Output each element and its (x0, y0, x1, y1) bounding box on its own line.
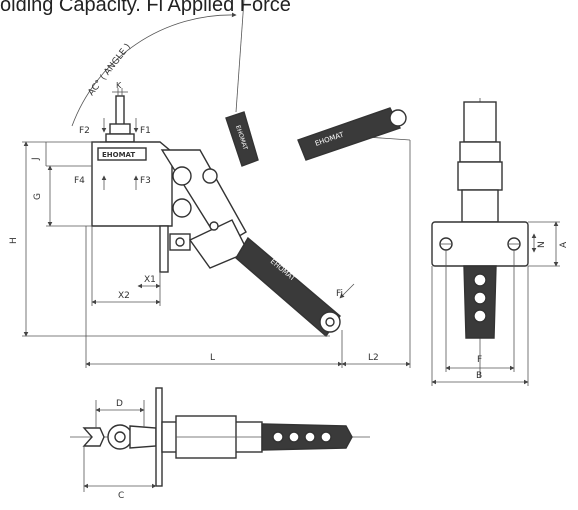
linkage (160, 149, 249, 269)
clamp-body: EHOMAT (91, 141, 173, 273)
force-f4: F4 (74, 176, 85, 186)
top-view-clamp: D C (70, 387, 370, 501)
dim-x1: X1 (144, 275, 156, 285)
dim-h: H (9, 237, 19, 244)
body-brand: EHOMAT (102, 151, 135, 159)
force-f3: F3 (140, 176, 151, 186)
loose-grip-small: EHOMAT (225, 0, 259, 167)
dim-a: A (559, 241, 569, 248)
front-view-clamp: A N F B (431, 98, 569, 386)
dim-c: C (118, 491, 124, 501)
dim-b: B (476, 371, 482, 381)
angle-label: AC° ( ANGLE ) (86, 42, 133, 98)
dim-d: D (116, 399, 123, 409)
dimensions-side: K H J G X1 X2 L (9, 81, 411, 368)
force-f1: F1 (140, 126, 151, 136)
dim-x2: X2 (118, 291, 130, 301)
dim-f: F (477, 355, 482, 365)
handle: EHOMAT (235, 236, 341, 338)
force-fi: Fi (336, 289, 343, 299)
dim-l: L (210, 353, 215, 363)
side-view-clamp: AC° ( ANGLE ) EHOMAT (9, 12, 411, 368)
dim-g: G (33, 193, 43, 200)
dim-j: J (31, 157, 41, 161)
caption-text: olding Capacity. Fi Applied Force (0, 0, 291, 16)
loose-grip-large: EHOMAT (297, 107, 407, 161)
dim-l2: L2 (368, 353, 379, 363)
dim-k: K (116, 81, 122, 90)
force-arrows: F2 F1 F4 F3 Fi (74, 118, 355, 299)
angle-arc (71, 12, 237, 127)
dim-n: N (537, 241, 547, 248)
force-f2: F2 (79, 126, 90, 136)
